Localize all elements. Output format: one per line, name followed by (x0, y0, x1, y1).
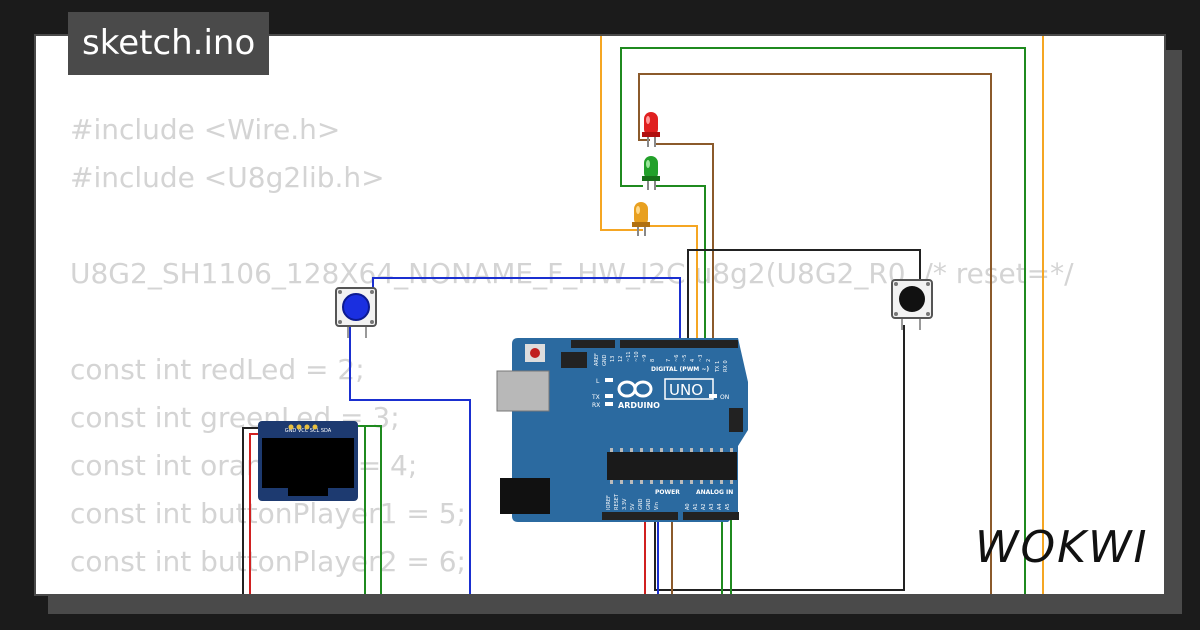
pin-label: ~3 (698, 355, 704, 362)
led-green[interactable] (642, 156, 660, 190)
pin-label: 7 (666, 359, 672, 362)
wire-green-right (620, 47, 1026, 594)
led-red[interactable] (642, 112, 660, 147)
analog-pin-label: A3 (709, 503, 715, 510)
wire-blue-button1 (372, 277, 681, 342)
wire-black-button2 (687, 249, 921, 342)
analog-pin-label: A5 (725, 503, 731, 510)
pin-label: ~11 (626, 351, 632, 362)
code-line: #include <U8g2lib.h> (70, 161, 385, 194)
digital-label: DIGITAL (PWM ~) (651, 366, 709, 373)
power-pin-label: GND (646, 498, 652, 510)
wire-green-led-green (654, 185, 706, 342)
wire-orange-led-orange (646, 225, 698, 342)
code-preview: #include <Wire.h> #include <U8g2lib.h> U… (70, 106, 1074, 586)
wire-orange-led (600, 36, 643, 231)
wire-brown-led-red (655, 143, 714, 342)
code-line: U8G2_SH1106_128X64_NONAME_F_HW_I2C u8g2(… (70, 257, 1074, 290)
power-pin-label: 3.3V (622, 498, 628, 510)
code-line: const int redLed = 2; (70, 353, 365, 386)
pin-label: 4 (690, 359, 696, 362)
wire-brown-right (638, 73, 992, 594)
power-pin-label: RESET (614, 493, 620, 510)
led-orange[interactable] (632, 202, 650, 236)
code-line: #include <Wire.h> (70, 113, 341, 146)
power-pin-label: GND (638, 498, 644, 510)
pin-label: 2 (706, 359, 712, 362)
oled-display[interactable]: GND VCC SCL SDA (258, 421, 358, 501)
tx-label: TX (591, 394, 600, 401)
analog-pin-label: A1 (693, 503, 699, 510)
power-label: POWER (655, 489, 680, 496)
on-label: ON (720, 394, 729, 401)
pin-label: 12 (618, 356, 624, 362)
wire-blue-button1-gnd (349, 325, 471, 594)
oled-pin-labels: GND VCC SCL SDA (285, 428, 332, 434)
button-player2[interactable] (891, 279, 933, 330)
filename-label: sketch.ino (68, 12, 270, 75)
rx-label: RX (592, 402, 600, 409)
code-line: const int greenLed = 3; (70, 401, 400, 434)
power-pin-label: Vin (654, 502, 660, 510)
analog-label: ANALOG IN (696, 489, 733, 496)
power-pin-label: IOREF (606, 495, 612, 510)
arduino-uno-board[interactable]: UNO ARDUINO DIGITAL (PWM ~) L TX RX ON P… (496, 338, 748, 522)
analog-pin-label: A2 (701, 503, 707, 510)
power-pin-label: 5V (630, 503, 636, 510)
l-label: L (596, 378, 600, 385)
pin-label: TX 1 (715, 361, 721, 373)
gnd-label: GND (602, 354, 608, 366)
aref-label: AREF (594, 353, 600, 366)
pin-label: 13 (610, 356, 616, 362)
board-name: UNO (669, 381, 703, 399)
pin-label: RX 0 (723, 360, 729, 372)
button-player1[interactable] (335, 287, 377, 338)
pin-label: 8 (650, 359, 656, 362)
wire-black-button2-gnd (654, 325, 905, 591)
analog-pin-label: A0 (685, 503, 691, 510)
pin-label: ~5 (682, 355, 688, 362)
pin-label: ~6 (674, 355, 680, 362)
pin-label: ~9 (642, 355, 648, 362)
pin-label: ~10 (634, 351, 640, 362)
wokwi-logo: WOKWI (975, 522, 1149, 573)
analog-pin-label: A4 (717, 503, 723, 510)
board-brand: ARDUINO (618, 401, 660, 410)
